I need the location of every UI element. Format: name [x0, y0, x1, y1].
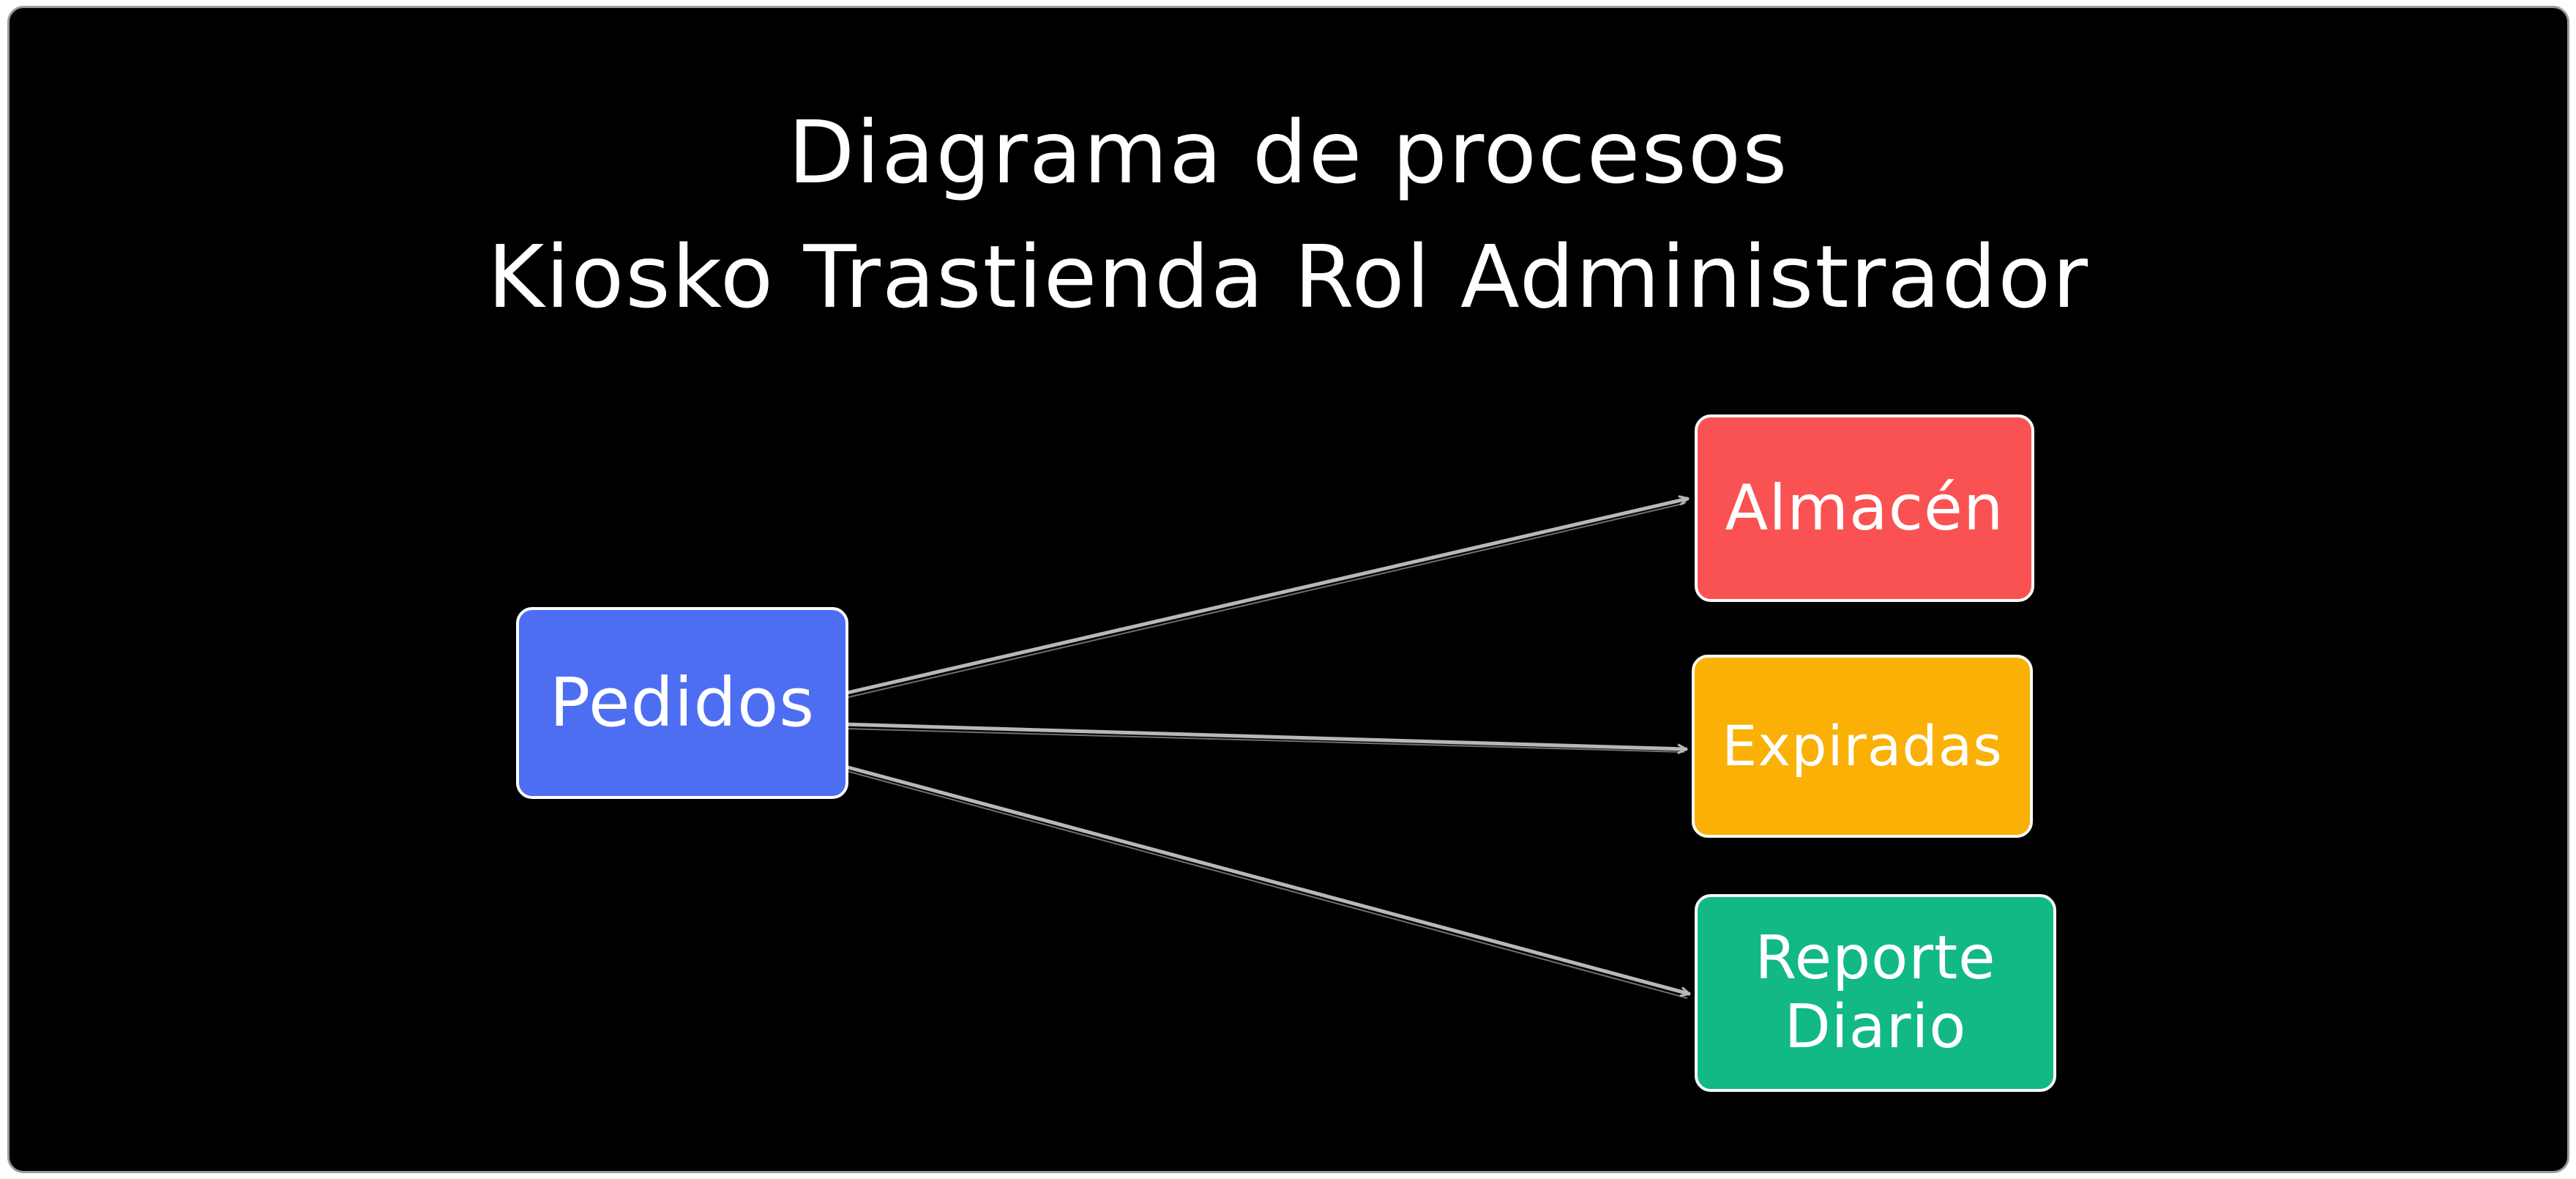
node-reporte-diario[interactable]: Reporte Diario: [1695, 894, 2056, 1092]
title-line-2: Kiosko Trastienda Rol Administrador: [487, 226, 2090, 327]
node-reporte-label-line-2: Diario: [1784, 992, 1967, 1062]
edge-pedidos-reporte: [843, 765, 1689, 994]
node-pedidos-label: Pedidos: [549, 663, 815, 743]
node-expiradas[interactable]: Expiradas: [1692, 655, 2033, 838]
edge-pedidos-expiradas: [842, 722, 1688, 749]
node-pedidos[interactable]: Pedidos: [516, 607, 848, 799]
node-expiradas-label: Expiradas: [1722, 713, 2003, 779]
diagram-canvas: Diagrama de procesos Kiosko Trastienda R…: [7, 6, 2569, 1173]
title-line-1: Diagrama de procesos: [788, 102, 1789, 203]
edge-pedidos-almacen: [842, 499, 1687, 696]
diagram-title: Diagrama de procesos Kiosko Trastienda R…: [10, 90, 2567, 339]
node-almacen-label: Almacén: [1725, 471, 2004, 545]
node-reporte-label-line-1: Reporte: [1755, 923, 1996, 993]
node-almacen[interactable]: Almacén: [1695, 414, 2034, 602]
edges-layer: [842, 8, 2567, 999]
